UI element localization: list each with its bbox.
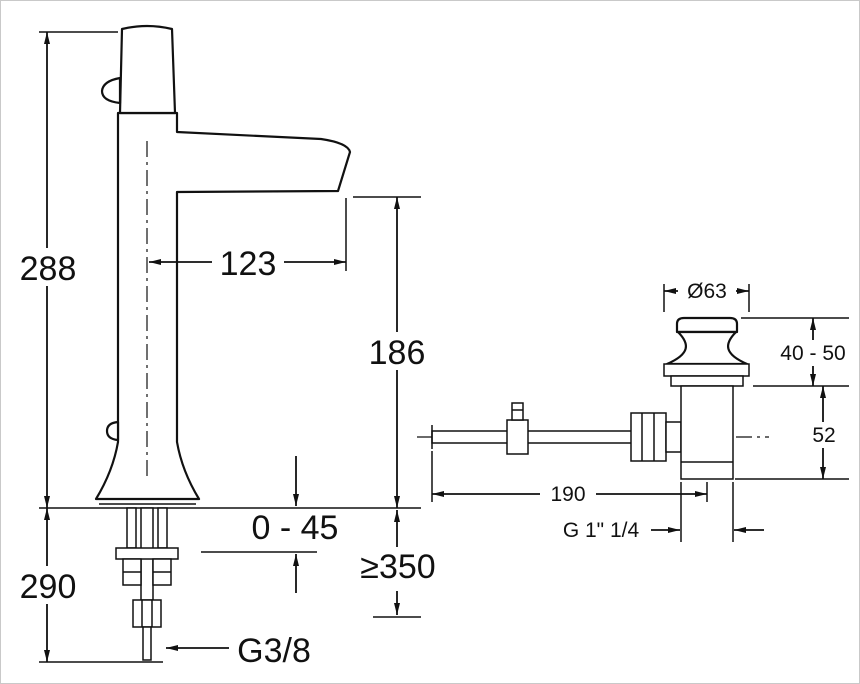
dimension-290: 290 [18, 508, 163, 663]
rod-clamp-screw [511, 402, 524, 421]
drain-tailpiece [680, 385, 734, 480]
dimension-supply-thread: G3/8 [166, 632, 311, 670]
popup-rod [431, 430, 633, 444]
drain-flange [663, 363, 750, 377]
drain-waist [665, 330, 749, 366]
label-flange-diameter: Ø63 [687, 280, 727, 303]
dimension-deck-thickness: 0 - 45 [252, 456, 339, 593]
dimension-min-hose-length: ≥350 [360, 510, 436, 618]
under-deck-hardware [115, 507, 179, 661]
label-height-above-deck: 288 [20, 250, 77, 288]
faucet-handle [118, 24, 177, 115]
supply-hose-lower [142, 626, 152, 661]
ball-joint-nut [630, 412, 667, 462]
label-supply-thread: G3/8 [237, 632, 311, 670]
faucet-lever [100, 76, 122, 105]
nut-neck [665, 421, 682, 453]
dimension-rod-length: 190 [431, 451, 708, 506]
rod-clamp [506, 419, 529, 455]
drain-assembly [417, 316, 769, 480]
label-min-hose-length: ≥350 [360, 548, 435, 586]
label-drain-thread: G 1" 1/4 [563, 519, 640, 542]
dimension-flange-height: 40 - 50 [741, 317, 849, 387]
drain-flange-lip [670, 375, 744, 387]
mounting-plate [115, 547, 179, 560]
dimension-body-height: 52 [735, 386, 849, 480]
dimension-123: 123 [149, 198, 347, 283]
threaded-rod-left [126, 507, 137, 549]
threaded-rod-right [157, 507, 168, 549]
faucet-body-and-spout [94, 111, 352, 501]
dimension-186: 186 [353, 196, 435, 508]
drain-cap [675, 316, 739, 334]
deck-reference-lines [39, 507, 421, 553]
dimension-flange-diameter: Ø63 [663, 277, 750, 312]
label-deck-thickness: 0 - 45 [252, 509, 339, 547]
popup-rod-knob [105, 420, 120, 442]
label-body-height: 52 [812, 424, 835, 447]
faucet-outline [94, 24, 352, 505]
label-flange-height: 40 - 50 [780, 342, 845, 365]
hose-connector-nut [132, 599, 162, 628]
label-depth-below-deck: 290 [20, 568, 77, 606]
label-spout-reach: 123 [220, 245, 277, 283]
dimension-288: 288 [18, 31, 118, 508]
label-rod-length: 190 [550, 483, 585, 506]
dimension-drain-thread: G 1" 1/4 [563, 482, 764, 542]
label-spout-height: 186 [369, 334, 426, 372]
